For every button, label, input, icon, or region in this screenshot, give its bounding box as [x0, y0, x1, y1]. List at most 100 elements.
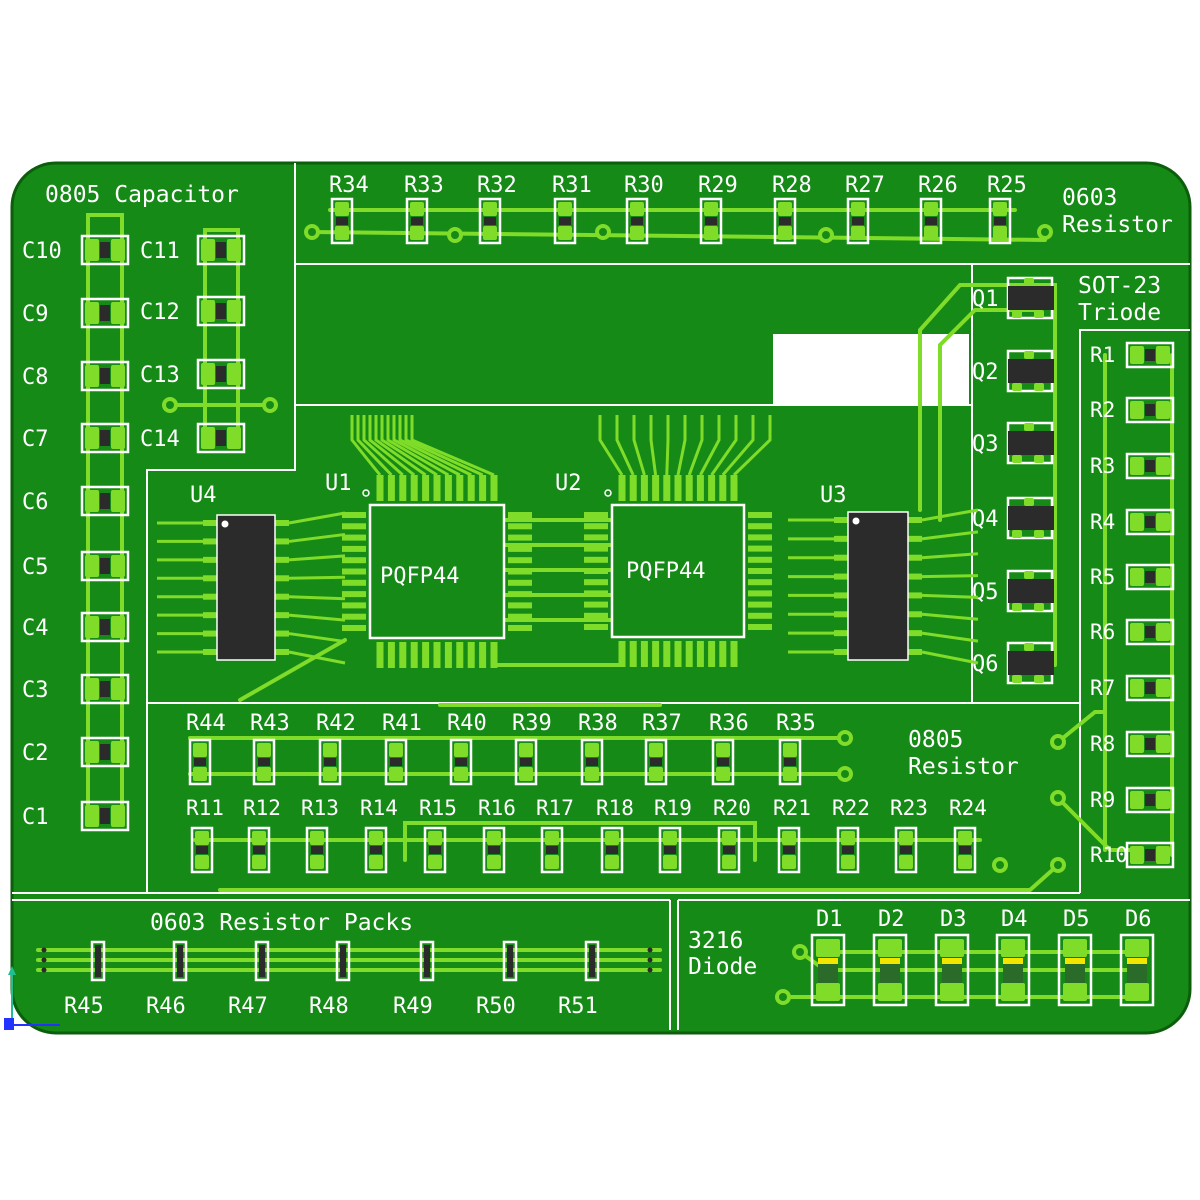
resistor-r31-body	[559, 217, 571, 225]
chip-u2-pin-right-4	[748, 556, 772, 563]
chip-u3-trace-right-4	[921, 593, 979, 599]
fanout-u2-10	[732, 415, 772, 477]
resistor-r12-outline	[247, 826, 271, 874]
diode-d2-band	[880, 958, 900, 964]
resistor-r39-body	[520, 758, 532, 766]
resistor-r8-body	[1145, 738, 1155, 750]
resistor-r42-pad-bottom	[323, 767, 337, 781]
chip-u2-pin-left-5	[584, 568, 608, 574]
resistor-r6-body	[1145, 626, 1155, 638]
chip-u2-pin-bottom-1	[629, 641, 637, 667]
resistor-r15-outline	[423, 826, 447, 874]
chip-u2-pin-right-5	[748, 568, 772, 574]
chip-u2-pin-left-8	[584, 601, 608, 608]
resistor-r7-pad-right	[1156, 679, 1170, 697]
resistor-label-r42: R42	[316, 711, 356, 736]
resistor-r1-pad-left	[1130, 346, 1144, 364]
resistor-r21-outline	[777, 826, 801, 874]
capacitor-c7-outline	[80, 422, 130, 454]
resistor-r3-body	[1145, 460, 1155, 472]
triode-q4-pin-2	[1034, 530, 1044, 538]
capacitor-c11-pad-left	[201, 239, 215, 261]
resistor-label-r13: R13	[301, 796, 339, 820]
capacitor-c9-pad-right	[111, 302, 125, 324]
chip-u1-pin-left-6	[342, 579, 366, 586]
chip-u4-pin-right-6	[275, 630, 289, 637]
resistor-r27-body	[852, 217, 864, 225]
diode-d1-outline	[810, 933, 846, 1007]
fanout-u2-5	[676, 415, 687, 476]
diode-d4-pad-bottom	[1001, 983, 1025, 1001]
chip-u2-pin-right-9	[748, 612, 772, 619]
chip-u1-pin1-mark	[362, 489, 370, 497]
label-area	[773, 334, 969, 406]
resistor-r37-body	[650, 758, 662, 766]
resistor-pack-r46-body	[177, 945, 183, 977]
resistor-r24-pad-top	[958, 831, 972, 845]
capacitor-label-c4: C4	[22, 616, 49, 641]
resistor-pack-label-r46: R46	[146, 994, 186, 1019]
resistor-r2-body	[1145, 404, 1155, 416]
resistor-r36-body	[717, 758, 729, 766]
resistor-r29-pad-top	[704, 202, 718, 216]
resistor-label-r5: R5	[1090, 565, 1115, 589]
resistor-r40-outline	[449, 738, 473, 786]
via-top-2-hole	[599, 228, 607, 236]
diode-d5-pad-top	[1063, 939, 1087, 957]
chip-u1-pin-left-10	[342, 625, 366, 631]
resistor-r9-body	[1145, 794, 1155, 806]
resistor-0805-title-line2: Resistor	[908, 754, 1019, 780]
resistor-r28-pad-top	[778, 202, 792, 216]
resistor-r32-pad-bottom	[483, 226, 497, 240]
chip-u1-pin-left-7	[342, 591, 366, 598]
fanout-u1-7	[392, 415, 461, 477]
resistor-r19-body	[664, 846, 676, 854]
resistor-r26-body	[925, 217, 937, 225]
resistor-r10-pad-left	[1130, 846, 1144, 864]
chip-u3-pin-right-6	[908, 630, 922, 637]
diode-d5-outline	[1057, 933, 1093, 1007]
resistor-r12-pad-bottom	[252, 855, 266, 869]
capacitor-c11-body	[216, 242, 226, 258]
chip-u3-body	[847, 511, 909, 661]
resistor-label-r43: R43	[250, 711, 290, 736]
chip-u2-pin-bottom-2	[640, 641, 648, 667]
pack-end-dot-0-0	[41, 947, 47, 953]
chip-u1-pin-top-0	[376, 475, 384, 501]
chip-u2-pin-top-7	[696, 475, 704, 501]
fanout-u1-10	[410, 415, 495, 477]
resistor-r31-outline	[553, 197, 577, 245]
via-cap-right-hole	[266, 401, 274, 409]
via-right-3-hole	[1054, 861, 1062, 869]
chip-u1-pin-bottom-5	[433, 642, 441, 668]
chip-u2-pin-right-10	[748, 624, 772, 630]
chip-u3-pin-left-4	[834, 592, 848, 599]
resistor-r14-body	[370, 846, 382, 854]
resistor-r16-pad-top	[487, 831, 501, 845]
chip-u1-pin-right-6	[508, 579, 532, 586]
chip-u2-pin-left-10	[584, 624, 608, 630]
resistor-r38-pad-top	[585, 743, 599, 757]
diode-label-d4: D4	[1001, 907, 1028, 932]
pack-end-dot-1-1	[647, 957, 653, 963]
resistor-label-r37: R37	[642, 711, 682, 736]
via-diode-bottom-hole	[779, 993, 787, 1001]
resistor-pack-r45-outline	[90, 940, 106, 982]
axis-indicator	[4, 966, 60, 1030]
resistor-r40-pad-top	[454, 743, 468, 757]
capacitor-label-c14: C14	[140, 427, 180, 452]
capacitor-c5-outline	[80, 550, 130, 582]
resistor-r17-outline	[540, 826, 564, 874]
resistor-r35-body	[784, 758, 796, 766]
resistor-r16-body	[488, 846, 500, 854]
chip-u1-body	[368, 503, 506, 640]
capacitor-c5-pad-left	[85, 555, 99, 577]
chip-u2-pin-right-1	[748, 523, 772, 530]
resistor-r4-pad-left	[1130, 513, 1144, 531]
resistor-r7-body	[1145, 682, 1155, 694]
resistor-r19-pad-top	[663, 831, 677, 845]
capacitor-c9-outline	[80, 297, 130, 329]
triode-q3-pin-3	[1024, 423, 1034, 431]
chip-u2-pin-top-2	[640, 475, 648, 501]
